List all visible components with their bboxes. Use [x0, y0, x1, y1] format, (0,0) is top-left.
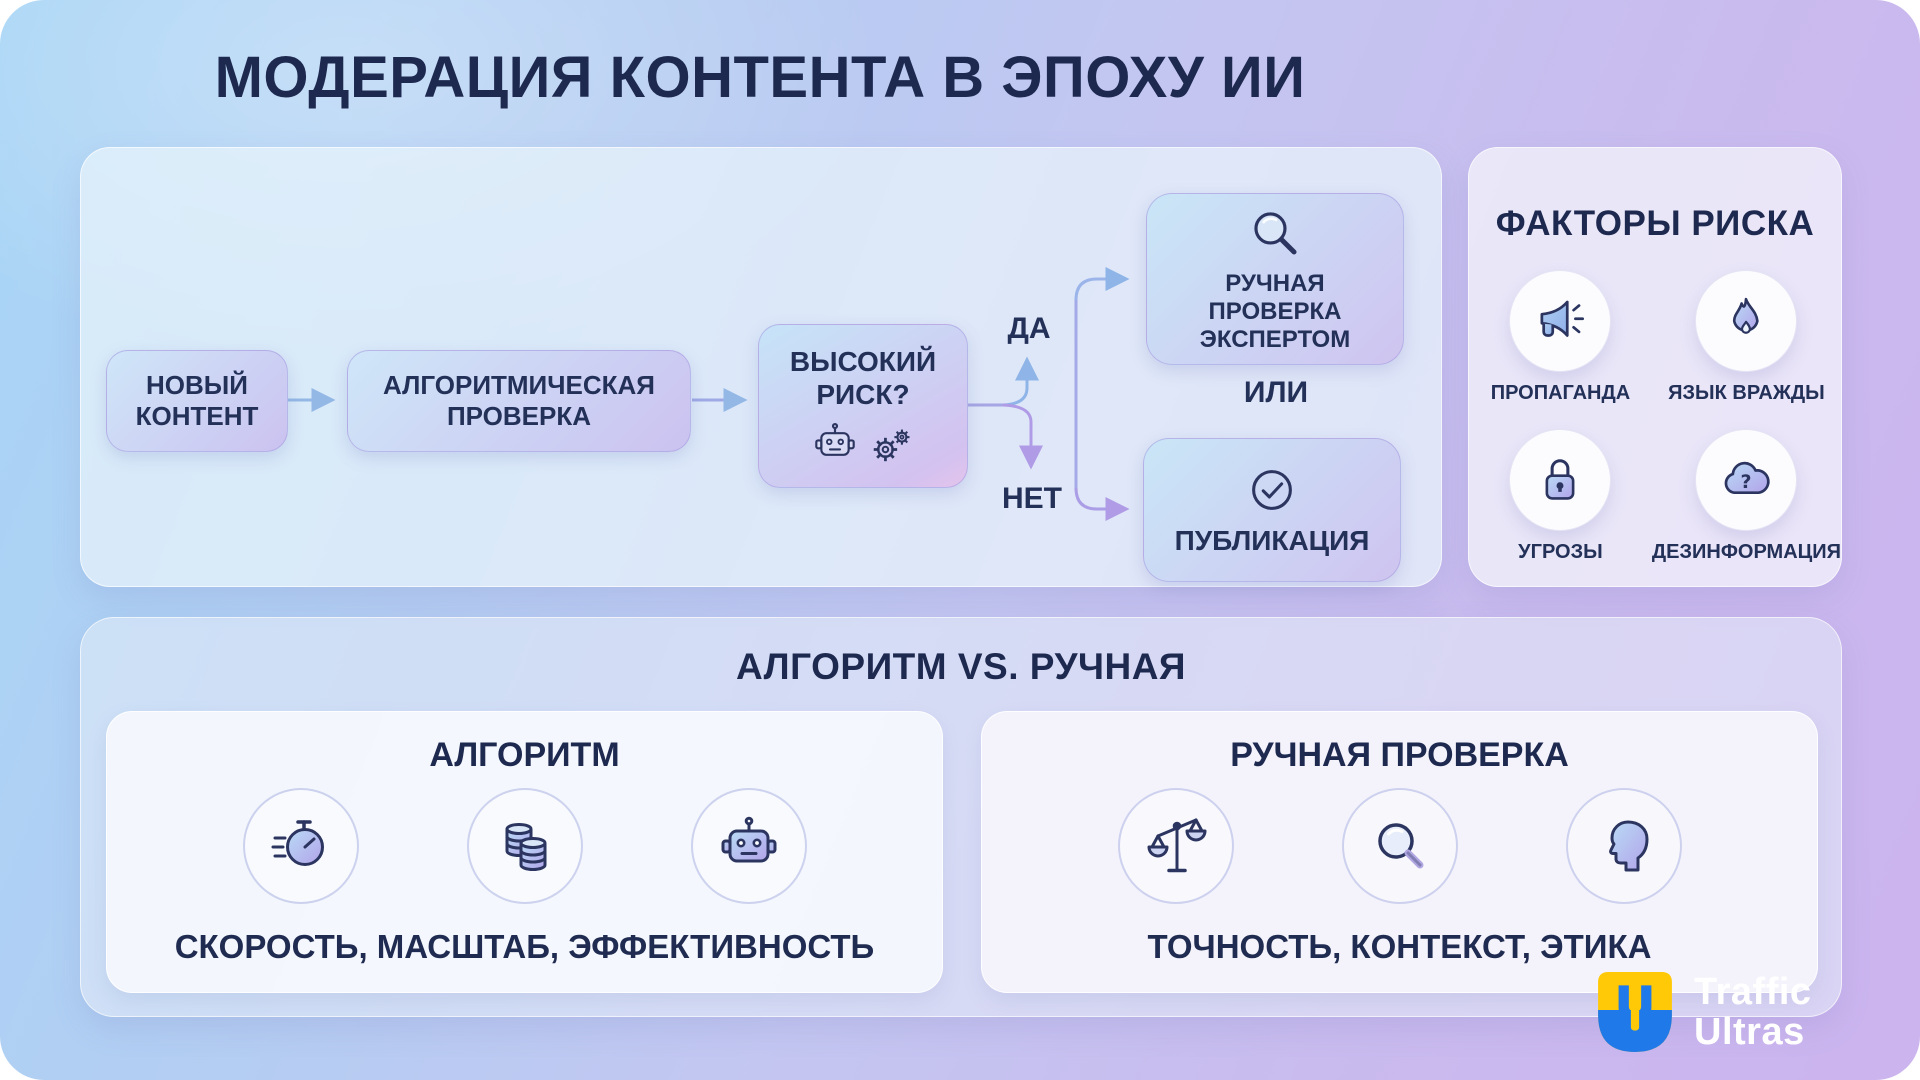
gears-icon	[873, 429, 910, 462]
logo-text-line1: Traffic	[1694, 971, 1812, 1013]
flow-node-high-risk: ВЫСОКИЙ РИСК?	[758, 324, 968, 488]
card-manual-review: РУЧНАЯ ПРОВЕРКА	[981, 711, 1818, 993]
flow-node-new-content: НОВЫЙ КОНТЕНТ	[106, 350, 288, 452]
lock-icon	[1546, 459, 1575, 500]
risk-item-label: ПРОПАГАНДА	[1490, 382, 1631, 404]
risk-factors-panel: ФАКТОРЫ РИСКА ПРОПАГАНДА	[1468, 147, 1842, 587]
megaphone-icon	[1540, 300, 1585, 337]
comparison-heading: АЛГОРИТМ VS. РУЧНАЯ	[735, 646, 1187, 687]
flowchart-panel: НОВЫЙ КОНТЕНТ АЛГОРИТМИЧЕСКАЯ ПРОВЕРКА В…	[80, 147, 1442, 587]
risk-item-propaganda: ПРОПАГАНДА	[1491, 270, 1630, 405]
card-caption: СКОРОСТЬ, МАСШТАБ, ЭФФЕКТИВНОСТЬ	[174, 928, 875, 965]
flow-node-label: ВЫСОКИЙ РИСК?	[789, 345, 937, 410]
head-profile-icon	[1608, 820, 1648, 872]
risk-item-threats: УГРОЗЫ	[1509, 429, 1612, 564]
card-caption: ТОЧНОСТЬ, КОНТЕКСТ, ЭТИКА	[1147, 928, 1652, 965]
magnifier-icon	[1377, 823, 1423, 869]
card-title: РУЧНАЯ ПРОВЕРКА	[1230, 736, 1569, 774]
comparison-panel: АЛГОРИТМ VS. РУЧНАЯ АЛГОРИТМ	[80, 617, 1842, 1017]
flow-node-algorithmic-check: АЛГОРИТМИЧЕСКАЯ ПРОВЕРКА	[347, 350, 691, 452]
flow-connectors	[287, 267, 1130, 521]
traffic-ultras-logo: Traffic Ultras	[1598, 972, 1812, 1052]
flow-node-label: АЛГОРИТМИЧЕСКАЯ ПРОВЕРКА	[383, 370, 655, 431]
flow-node-expert-review: РУЧНАЯ ПРОВЕРКА ЭКСПЕРТОМ	[1146, 193, 1404, 365]
risk-item-disinformation: ? ДЕЗИНФОРМАЦИЯ	[1652, 429, 1841, 564]
branch-label-no: НЕТ	[1002, 482, 1062, 515]
traffic-ultras-logo-icon	[1598, 972, 1672, 1052]
flow-node-label: ПУБЛИКАЦИЯ	[1174, 525, 1370, 557]
cloud-question-icon: ?	[1725, 461, 1771, 495]
high-risk-icons	[809, 421, 917, 467]
flow-node-publish: ПУБЛИКАЦИЯ	[1143, 438, 1401, 582]
comparison-cards: АЛГОРИТМ	[106, 711, 1818, 993]
search-icon	[1254, 211, 1297, 255]
robot-outline-icon	[815, 422, 855, 456]
fire-icon	[1733, 297, 1760, 334]
branch-label-yes: ДА	[1007, 312, 1051, 345]
svg-text:?: ?	[1741, 471, 1752, 493]
flow-node-label: РУЧНАЯ ПРОВЕРКА ЭКСПЕРТОМ	[1199, 269, 1351, 354]
logo-text-line2: Ultras	[1694, 1011, 1805, 1053]
risk-item-label: ДЕЗИНФОРМАЦИЯ	[1651, 541, 1841, 563]
risk-factors-grid: ПРОПАГАНДА ЯЗЫК ВРАЖДЫ	[1469, 270, 1841, 564]
scales-icon	[1147, 818, 1206, 873]
or-label: ИЛИ	[1243, 376, 1309, 409]
risk-item-label: ЯЗЫК ВРАЖДЫ	[1668, 382, 1825, 404]
stopwatch-icon	[271, 820, 324, 866]
check-circle-icon	[1252, 470, 1292, 511]
robot-icon	[721, 816, 776, 863]
database-icon	[505, 823, 546, 871]
card-title: АЛГОРИТМ	[429, 736, 620, 774]
flow-node-label: НОВЫЙ КОНТЕНТ	[135, 370, 259, 431]
page-title: МОДЕРАЦИЯ КОНТЕНТА В ЭПОХУ ИИ	[214, 45, 1306, 110]
card-algorithm: АЛГОРИТМ	[106, 711, 943, 993]
risk-item-label: УГРОЗЫ	[1518, 541, 1603, 563]
risk-factors-heading: ФАКТОРЫ РИСКА	[1495, 204, 1815, 243]
risk-item-hate-speech: ЯЗЫК ВРАЖДЫ	[1668, 270, 1825, 405]
